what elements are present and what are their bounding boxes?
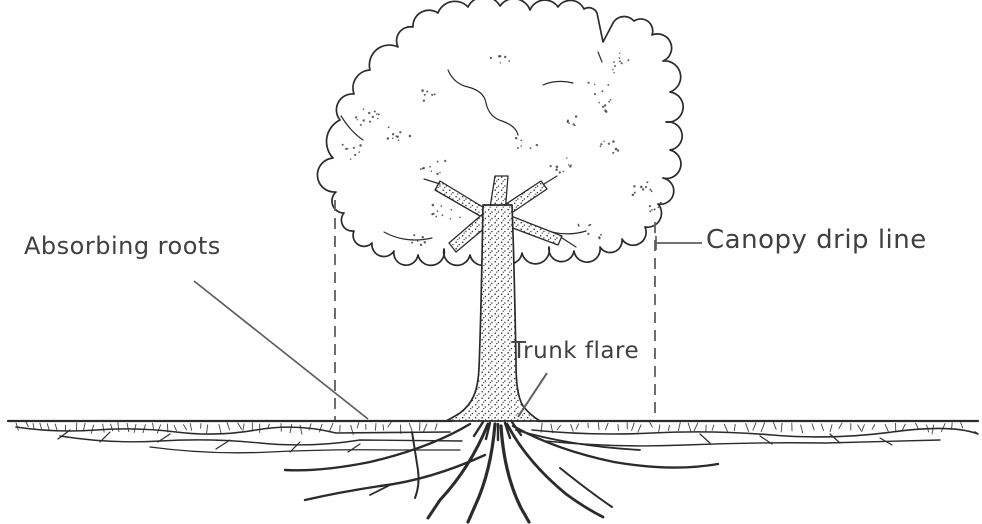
tree-canopy — [316, 0, 684, 267]
absorbing-roots-leader — [193, 280, 369, 420]
trunk-flare-leader — [517, 372, 548, 418]
drip-lines — [334, 200, 656, 420]
deep-roots — [283, 420, 720, 524]
absorbing-roots-label: Absorbing roots — [24, 232, 221, 260]
canopy-inner-lines — [340, 51, 603, 241]
leader-lines — [193, 236, 702, 420]
trunk-flare-label: Trunk flare — [512, 338, 640, 364]
canopy-stipple-texture — [341, 52, 662, 247]
branch-tips — [423, 175, 577, 248]
ground-hatch-texture — [15, 421, 964, 436]
tree-branches — [434, 175, 563, 253]
canopy-drip-line-label: Canopy drip line — [706, 225, 927, 255]
